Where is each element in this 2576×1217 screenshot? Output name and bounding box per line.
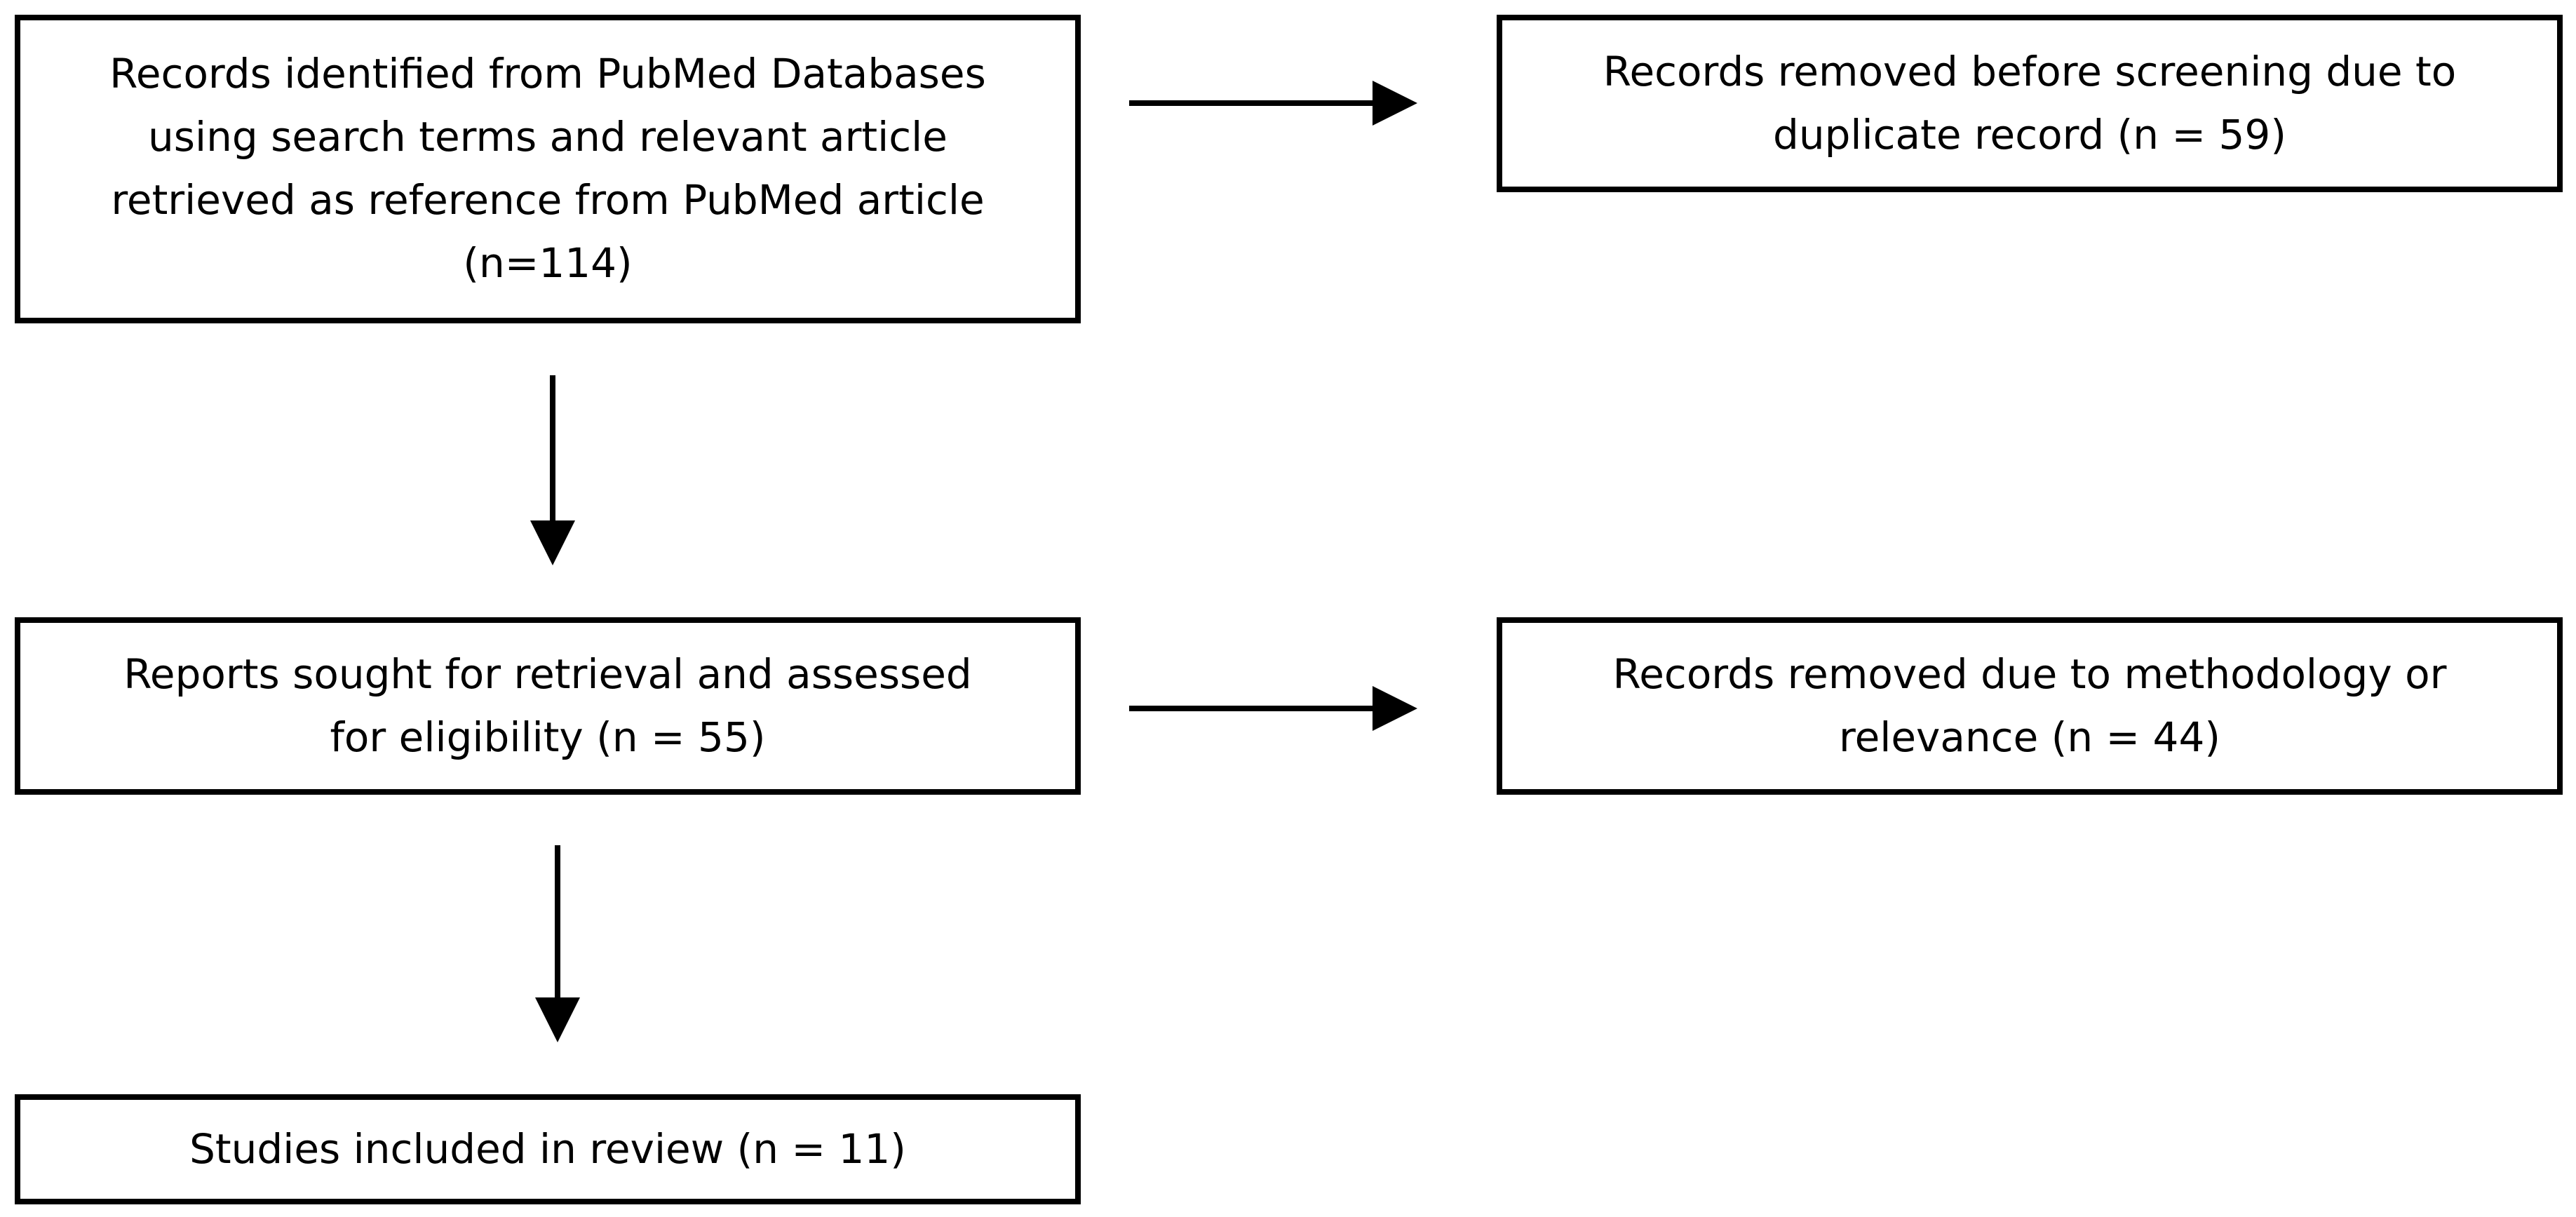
reports-sought-box: Reports sought for retrieval and assesse… [15,617,1081,795]
records-removed-methodology-box: Records removed due to methodology or re… [1497,617,2563,795]
records-removed-methodology-text: Records removed due to methodology or re… [1612,650,2447,761]
records-removed-duplicate-text: Records removed before screening due to … [1603,47,2457,159]
records-removed-duplicate-box: Records removed before screening due to … [1497,15,2563,192]
records-identified-box: Records identified from PubMed Databases… [15,15,1081,323]
studies-included-box: Studies included in review (n = 11) [15,1094,1081,1204]
studies-included-text: Studies included in review (n = 11) [189,1124,906,1173]
reports-sought-text: Reports sought for retrieval and assesse… [123,650,972,761]
records-identified-text: Records identified from PubMed Databases… [109,50,986,287]
